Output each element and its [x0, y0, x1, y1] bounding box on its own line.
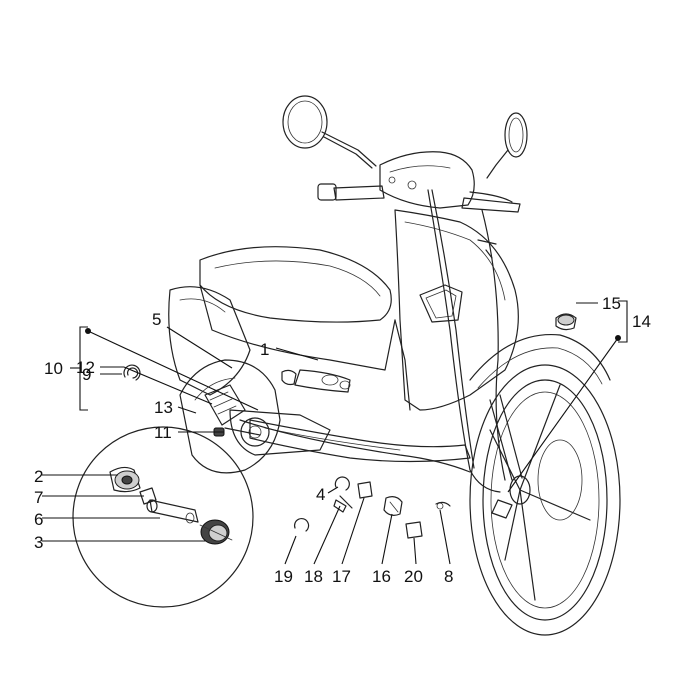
loose-parts	[123, 313, 577, 539]
left-mirror	[282, 95, 377, 169]
callout-12: 12	[76, 358, 95, 377]
leader-lines	[42, 300, 628, 565]
callout-1: 1	[260, 340, 269, 359]
seat-body	[168, 246, 411, 411]
callout-15: 15	[602, 294, 621, 313]
callout-19: 19	[274, 567, 293, 586]
callout-20: 20	[404, 567, 423, 586]
callout-6: 6	[34, 510, 43, 529]
callout-labels: 1 2 3 4 5 6 7 8 9 10 11 12 13 14 15 16 1…	[34, 294, 651, 586]
callout-13: 13	[154, 398, 173, 417]
right-mirror	[486, 112, 528, 179]
callout-17: 17	[332, 567, 351, 586]
rear-wheel-engine	[179, 359, 331, 474]
detail-circle	[72, 426, 254, 608]
handlebar-headset	[317, 151, 521, 213]
callout-2: 2	[34, 467, 43, 486]
callout-3: 3	[34, 533, 43, 552]
callout-4: 4	[316, 485, 325, 504]
callout-10: 10	[44, 359, 63, 378]
callout-7: 7	[34, 488, 43, 507]
callout-16: 16	[372, 567, 391, 586]
callout-9: 9	[82, 365, 91, 384]
front-shield	[394, 209, 519, 411]
floorboard	[249, 419, 471, 463]
callout-8: 8	[444, 567, 453, 586]
callout-18: 18	[304, 567, 323, 586]
callout-14: 14	[632, 312, 651, 331]
brake-cables	[239, 189, 506, 493]
callout-11: 11	[154, 423, 172, 442]
callout-5: 5	[152, 310, 161, 329]
front-wheel	[469, 333, 621, 636]
